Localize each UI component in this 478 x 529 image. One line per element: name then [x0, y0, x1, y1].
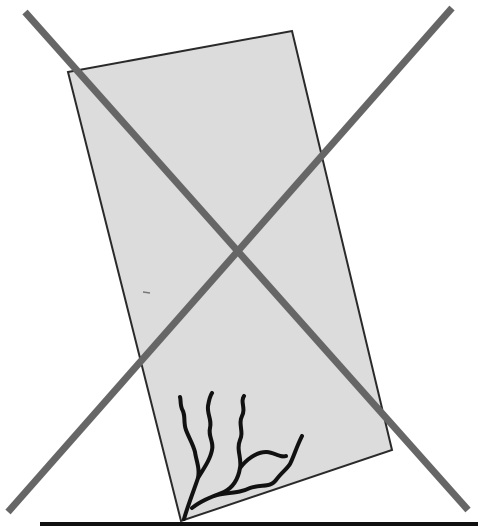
panel-mark	[143, 292, 150, 293]
tilted-panel	[68, 31, 392, 521]
